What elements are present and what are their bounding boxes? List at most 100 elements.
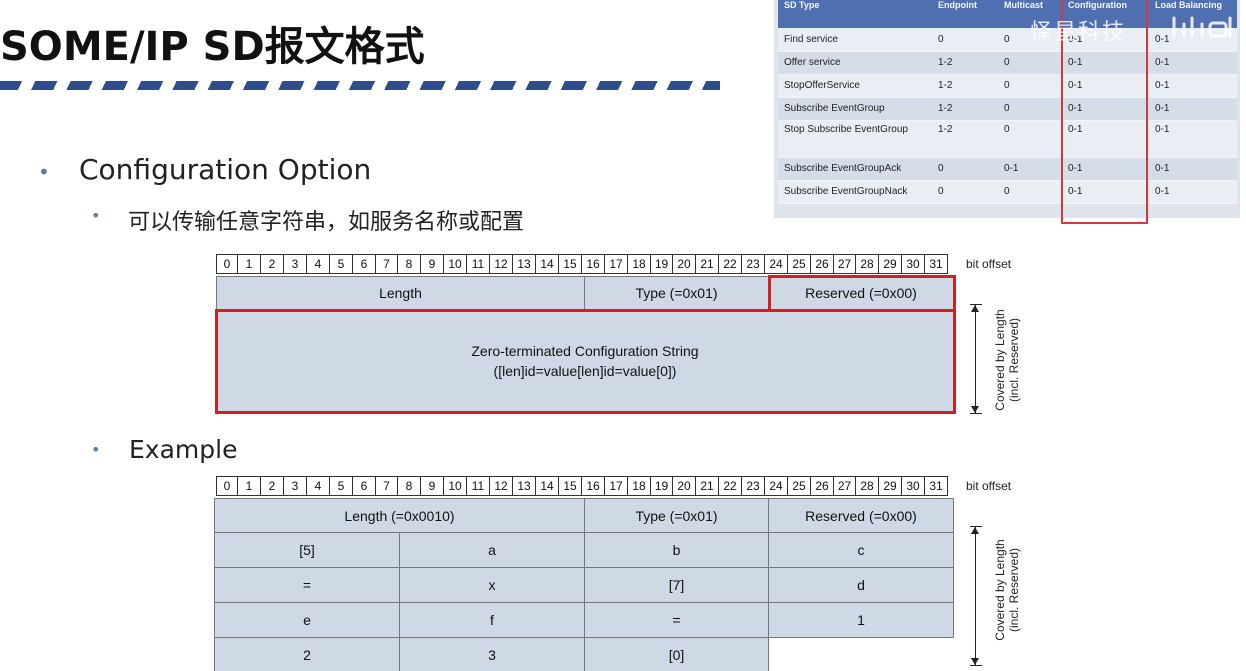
watermark-text: 怿星科技 xyxy=(1030,20,1127,45)
table-cell: 1-2 xyxy=(932,120,998,158)
bit-cell: 27 xyxy=(834,254,856,274)
table-cell: 0-1 xyxy=(1062,97,1149,121)
bit-offset-label: bit offset xyxy=(966,479,1012,493)
bit-cell: 0 xyxy=(216,254,238,274)
table-cell: Subscribe EventGroup xyxy=(778,97,932,121)
arrow-down-icon xyxy=(971,658,979,665)
covered-by-length-bracket xyxy=(970,526,987,666)
table-cell: 0 xyxy=(998,97,1062,121)
sd-header-endpoint: Endpoint xyxy=(932,0,998,28)
table-row: StopOfferService 1-2 0 0-1 0-1 xyxy=(778,74,1237,98)
table-cell: 0 xyxy=(998,74,1062,98)
table-cell: 0 xyxy=(998,180,1062,204)
bit-cell: 11 xyxy=(467,254,490,274)
bit-cell: 14 xyxy=(536,254,559,274)
bit-cell: 1 xyxy=(238,254,261,274)
table-row: Stop Subscribe EventGroup 1-2 0 0-1 0-1 xyxy=(778,120,1237,158)
bit-cell: 23 xyxy=(742,476,765,496)
table-cell: 0-1 xyxy=(1149,157,1237,181)
bit-cell: 13 xyxy=(513,254,536,274)
covered-line1: Covered by Length xyxy=(993,539,1007,641)
table-cell: 0-1 xyxy=(1062,180,1149,204)
bit-cell: 7 xyxy=(376,254,398,274)
bit-cell: 10 xyxy=(444,254,467,274)
bit-cell: 19 xyxy=(651,476,673,496)
bit-cell: 3 xyxy=(284,476,307,496)
bit-cell: 14 xyxy=(536,476,559,496)
example-byte-cell: e xyxy=(214,602,400,638)
sd-header-multicast: Multicast xyxy=(998,0,1062,28)
bit-cell: 8 xyxy=(398,476,421,496)
table-cell: 0 xyxy=(998,28,1062,52)
table-cell: 0-1 xyxy=(1149,120,1237,158)
table-cell: StopOfferService xyxy=(778,74,932,98)
table-cell: 0-1 xyxy=(1149,180,1237,204)
bit-cell: 0 xyxy=(216,476,238,496)
table-cell: 0 xyxy=(932,180,998,204)
table-cell: 0-1 xyxy=(998,157,1062,181)
bit-cell: 7 xyxy=(376,476,398,496)
table-cell: 0-1 xyxy=(1149,51,1237,75)
bit-cell: 24 xyxy=(765,254,788,274)
table-cell: Subscribe EventGroupAck xyxy=(778,157,932,181)
bullet-dot: • xyxy=(38,160,50,184)
table-row: Offer service 1-2 0 0-1 0-1 xyxy=(778,51,1237,75)
table-cell: 1-2 xyxy=(932,74,998,98)
bit-cell: 15 xyxy=(559,254,582,274)
length-field: Length xyxy=(216,276,585,310)
bit-cell: 26 xyxy=(811,254,834,274)
bit-cell: 15 xyxy=(559,476,582,496)
example-byte-cell: [0] xyxy=(584,637,769,671)
covered-by-length-label: Covered by Length (incl. Reserved) xyxy=(993,305,1021,415)
example-byte-cell: 1 xyxy=(768,602,954,638)
bit-cell: 4 xyxy=(307,476,330,496)
bit-cell: 6 xyxy=(353,476,376,496)
bit-cell: 18 xyxy=(628,476,651,496)
bit-cell: 29 xyxy=(879,254,902,274)
table-cell: 1-2 xyxy=(932,97,998,121)
bit-cell: 22 xyxy=(719,254,742,274)
bit-cell: 20 xyxy=(673,254,696,274)
example-byte-cell: = xyxy=(584,602,769,638)
config-string-highlight-box xyxy=(215,309,956,414)
bullet-configuration-option: Configuration Option xyxy=(79,153,372,186)
table-cell: 0-1 xyxy=(1062,74,1149,98)
example-byte-cell: 3 xyxy=(399,637,585,671)
highlight-top-edge xyxy=(215,309,771,312)
bit-cell: 27 xyxy=(834,476,856,496)
bit-offset-label: bit offset xyxy=(966,257,1012,271)
reserved-highlight-box xyxy=(768,275,956,312)
bit-cell: 18 xyxy=(628,254,651,274)
arrow-up-icon xyxy=(971,527,979,534)
example-byte-cell: [7] xyxy=(584,567,769,603)
bit-cell: 17 xyxy=(605,476,628,496)
bit-cell: 5 xyxy=(330,254,353,274)
bit-cell: 31 xyxy=(925,254,948,274)
table-cell: Stop Subscribe EventGroup xyxy=(778,120,932,158)
arrow-down-icon xyxy=(971,406,979,413)
table-cell: 0-1 xyxy=(1149,28,1237,52)
bit-cell: 17 xyxy=(605,254,628,274)
bit-cell: 21 xyxy=(696,254,719,274)
table-cell: 0 xyxy=(998,120,1062,158)
bit-cell: 9 xyxy=(421,254,444,274)
table-row: Find service 0 0 0-1 0-1 xyxy=(778,28,1237,52)
bit-cell: 24 xyxy=(765,476,788,496)
reserved-field: Reserved (=0x00) xyxy=(768,276,954,310)
example-length-field: Length (=0x0010) xyxy=(214,498,585,533)
bit-cell: 25 xyxy=(788,254,811,274)
bit-cell: 12 xyxy=(490,476,513,496)
slide-title: SOME/IP SD报文格式 xyxy=(0,24,425,70)
bit-cell: 28 xyxy=(856,254,879,274)
bullet-example: Example xyxy=(129,435,238,464)
bit-cell: 2 xyxy=(261,476,284,496)
configuration-string-field: Zero-terminated Configuration String ([l… xyxy=(216,309,954,413)
covered-line2: (incl. Reserved) xyxy=(1007,317,1021,403)
bit-cell: 19 xyxy=(651,254,673,274)
table-cell: 0-1 xyxy=(1062,51,1149,75)
bit-cell: 31 xyxy=(925,476,948,496)
table-cell: 0-1 xyxy=(1062,120,1149,158)
bit-cell: 3 xyxy=(284,254,307,274)
